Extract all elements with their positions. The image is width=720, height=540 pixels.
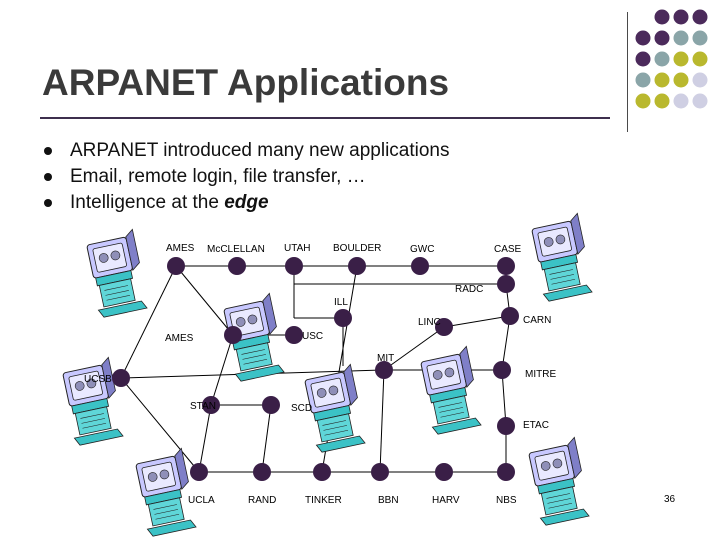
- node-radc: [497, 275, 515, 293]
- node-labels: AMES McCLELLAN UTAH BOULDER GWC CASE RAD…: [84, 243, 556, 506]
- decorative-dot: [673, 9, 689, 25]
- label-tinker: TINKER: [305, 495, 342, 506]
- node-harv: [435, 463, 453, 481]
- node-rand: [253, 463, 271, 481]
- bullet-text: ARPANET introduced many new applications: [70, 140, 450, 161]
- decorative-dot: [673, 30, 689, 46]
- terminal-icon: [58, 356, 126, 447]
- label-boulder: BOULDER: [333, 243, 381, 254]
- node-usc: [285, 326, 303, 344]
- label-gwc: GWC: [410, 244, 434, 255]
- label-usc: USC: [302, 331, 323, 342]
- node-ill: [334, 309, 352, 327]
- decorative-dot: [673, 72, 689, 88]
- label-ill: ILL: [334, 297, 348, 308]
- label-ames-top: AMES: [166, 243, 195, 254]
- terminal-icon: [416, 345, 484, 436]
- decorative-dot: [635, 51, 651, 67]
- title-underline: [40, 117, 610, 119]
- decorative-dot: [692, 51, 708, 67]
- label-ames-mid: AMES: [165, 333, 194, 344]
- label-radc: RADC: [455, 284, 483, 295]
- vertical-divider: [627, 12, 628, 132]
- decorative-dot: [635, 72, 651, 88]
- label-case: CASE: [494, 244, 522, 255]
- node-mitre: [493, 361, 511, 379]
- node-scd: [262, 396, 280, 414]
- decorative-dot: [654, 30, 670, 46]
- page-number: 36: [664, 494, 676, 505]
- node-mit: [375, 361, 393, 379]
- node-case: [497, 257, 515, 275]
- terminal-icon: [82, 228, 150, 319]
- bullet-emphasis: edge: [224, 192, 269, 213]
- bullet-text: Email, remote login, file transfer, …: [70, 166, 366, 187]
- node-bbn: [371, 463, 389, 481]
- label-linc: LINC: [418, 317, 441, 328]
- label-harv: HARV: [432, 495, 460, 506]
- label-bbn: BBN: [378, 495, 399, 506]
- label-mit: MIT: [377, 353, 394, 364]
- label-stan: STAN: [190, 401, 216, 412]
- label-nbs: NBS: [496, 495, 517, 506]
- bullet-item: Intelligence at the edge: [44, 190, 450, 216]
- node-ames-mid: [224, 326, 242, 344]
- decorative-dot: [673, 51, 689, 67]
- bullet-item: Email, remote login, file transfer, …: [44, 164, 450, 190]
- label-rand: RAND: [248, 495, 276, 506]
- decorative-dot: [692, 93, 708, 109]
- node-stan: [202, 396, 220, 414]
- bullet-item: ARPANET introduced many new applications: [44, 138, 450, 164]
- bullet-text: Intelligence at the: [70, 192, 225, 213]
- decorative-dot: [635, 93, 651, 109]
- node-gwc: [411, 257, 429, 275]
- decorative-dot: [654, 9, 670, 25]
- node-ucsb: [112, 369, 130, 387]
- bullet-list: ARPANET introduced many new applications…: [44, 138, 450, 216]
- decorative-dot: [692, 9, 708, 25]
- node-utah: [285, 257, 303, 275]
- terminal-icon: [527, 212, 595, 303]
- decorative-dot-grid: [635, 9, 708, 109]
- decorative-dot: [692, 30, 708, 46]
- node-ames-top: [167, 257, 185, 275]
- node-tinker: [313, 463, 331, 481]
- slide-title: ARPANET Applications: [42, 62, 450, 103]
- label-carn: CARN: [523, 315, 551, 326]
- decorative-dot: [654, 93, 670, 109]
- imp-nodes: [112, 257, 519, 481]
- decorative-dot: [673, 93, 689, 109]
- label-etac: ETAC: [523, 420, 549, 431]
- node-boulder: [348, 257, 366, 275]
- decorative-dot: [692, 72, 708, 88]
- node-etac: [497, 417, 515, 435]
- node-ucla: [190, 463, 208, 481]
- label-mitre: MITRE: [525, 369, 556, 380]
- terminal-icon: [131, 447, 199, 538]
- node-nbs: [497, 463, 515, 481]
- label-mcclellan: McCLELLAN: [207, 244, 265, 255]
- decorative-dot: [654, 72, 670, 88]
- label-ucsb: UCSB: [84, 374, 112, 385]
- node-carn: [501, 307, 519, 325]
- label-ucla: UCLA: [188, 495, 215, 506]
- node-linc: [435, 318, 453, 336]
- label-scd: SCD: [291, 403, 312, 414]
- decorative-dot: [635, 30, 651, 46]
- decorative-dot: [654, 51, 670, 67]
- terminal-icon: [524, 436, 592, 527]
- label-utah: UTAH: [284, 243, 310, 254]
- node-mcclellan: [228, 257, 246, 275]
